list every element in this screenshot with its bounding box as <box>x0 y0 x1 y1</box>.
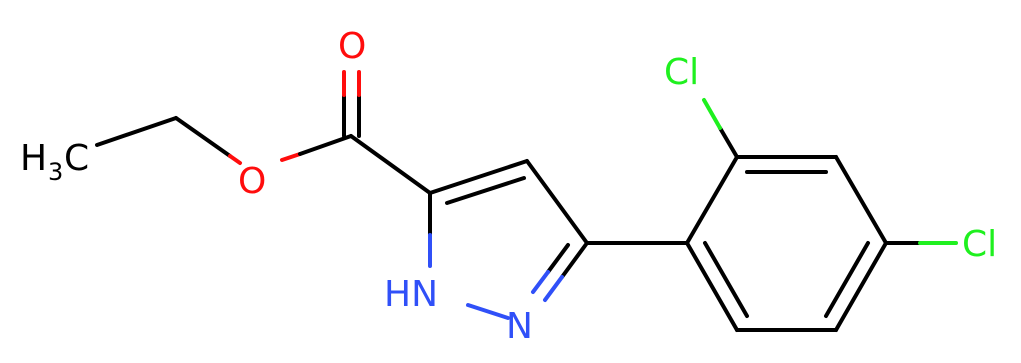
bond-ph2-cl-green <box>702 98 722 130</box>
methyl-c-label: C <box>64 138 89 179</box>
bond-ph6-ph1 <box>685 241 739 332</box>
bond-n2-n1 <box>466 303 510 320</box>
bond-c3-n2-inner-blue <box>531 270 550 294</box>
bond-c3-n2-inner <box>546 243 570 274</box>
carbonyl-oxygen-label: O <box>338 26 366 67</box>
bond-c5-c4 <box>428 159 529 195</box>
para-chlorine-label: Cl <box>962 224 997 265</box>
bond-ph4-ph5 <box>834 241 888 332</box>
bond-ch2-o-red <box>228 154 242 165</box>
pyrazole-nh-label: HN <box>384 274 438 315</box>
bond-o-c <box>298 134 353 156</box>
methyl-subscript-label: 3 <box>48 158 63 186</box>
bond-c3-n2 <box>560 241 589 279</box>
bond-ch2-o <box>174 116 232 158</box>
bond-c4-c3 <box>525 159 589 245</box>
bond-c5-c4-inner <box>445 176 526 205</box>
ortho-chlorine-label: Cl <box>664 52 699 93</box>
bond-ph1-ph2 <box>685 155 739 245</box>
ether-oxygen-label: O <box>238 161 266 202</box>
bond-ch3-ch2 <box>95 116 178 147</box>
bond-c-c5 <box>349 134 432 195</box>
bond-c3-n2-blue <box>543 275 564 302</box>
bond-ph4-ph5-inner <box>824 241 870 318</box>
pyrazole-n-label: N <box>506 306 533 347</box>
bond-ph2-cl <box>718 126 739 159</box>
bond-ph3-ph4 <box>834 155 888 245</box>
bond-ph6-ph1-inner <box>703 241 749 318</box>
methyl-h-label: H <box>20 138 47 179</box>
bond-o-c-red <box>280 152 302 162</box>
